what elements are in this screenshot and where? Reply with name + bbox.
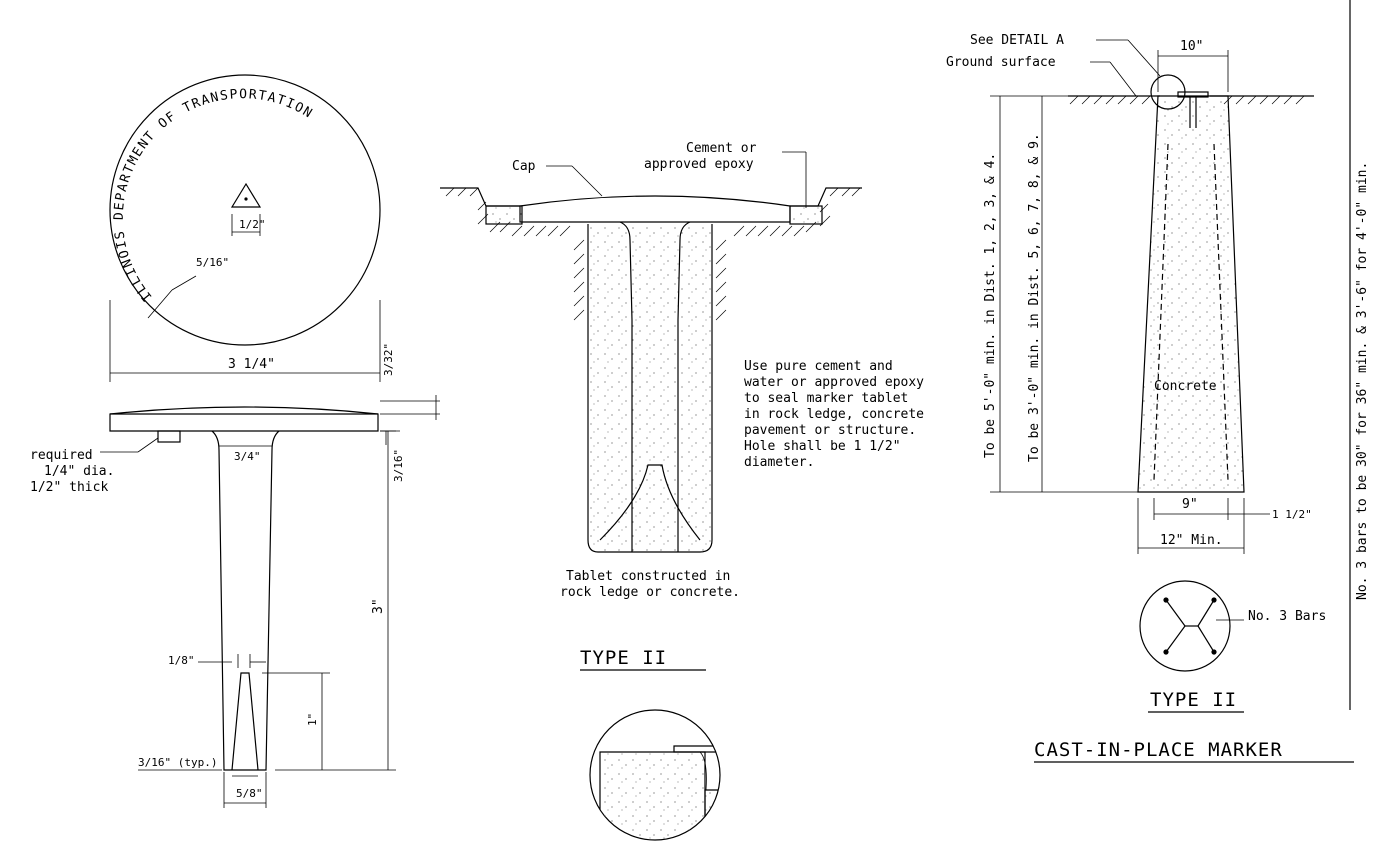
bars-plan xyxy=(1163,597,1217,655)
side-note: No. 3 bars to be 30" for 36" min. & 3'-6… xyxy=(1355,162,1370,600)
depth-note-2: To be 3'-0" min. in Dist. 5, 6, 7, 8, & … xyxy=(1027,133,1042,462)
dim-slot: 1/8" xyxy=(168,654,195,667)
dim-cover: 1 1/2" xyxy=(1272,508,1312,521)
dim-flange: 3/16" xyxy=(392,449,405,482)
rock-hatch xyxy=(445,187,861,321)
dim-bottom: 5/8" xyxy=(236,787,263,800)
label-cap: Cap xyxy=(512,159,536,174)
note-required: required 1/4" dia. 1/2" thick xyxy=(30,448,122,495)
type2-rock-section: Cap Cement or approved epoxy Use pure ce… xyxy=(440,141,932,671)
ring-text: ILLINOIS DEPARTMENT OF TRANSPORTATION xyxy=(112,87,316,304)
cast-in-place-section: See DETAIL A Ground surface 10" To be 5'… xyxy=(946,0,1370,763)
dim-length: 3" xyxy=(371,598,386,614)
depth-note-1: To be 5'-0" min. in Dist. 1, 2, 3, & 4. xyxy=(983,153,998,458)
label-bars: No. 3 Bars xyxy=(1248,609,1326,624)
dim-top: 10" xyxy=(1180,39,1203,54)
label-detail: See DETAIL A xyxy=(970,33,1064,48)
dim-typ: 3/16" (typ.) xyxy=(138,756,217,769)
installation-note: Use pure cement and water or approved ep… xyxy=(744,359,932,470)
tablet-elevation: required 1/4" dia. 1/2" thick 3/32" 3/4"… xyxy=(30,343,440,808)
type2-cast-title: TYPE II xyxy=(1150,689,1237,711)
tablet-plan: ILLINOIS DEPARTMENT OF TRANSPORTATION 1/… xyxy=(109,74,381,382)
type2-rock-title: TYPE II xyxy=(580,647,667,669)
main-title: CAST-IN-PLACE MARKER xyxy=(1034,739,1283,761)
dim-triangle: 1/2" xyxy=(239,218,266,231)
dim-bar-spacing: 9" xyxy=(1182,497,1198,512)
dim-slot-depth: 1" xyxy=(306,713,319,726)
dim-cap-thickness: 3/32" xyxy=(382,343,395,376)
caption: Tablet constructed in rock ledge or conc… xyxy=(560,569,740,600)
dim-diameter: 3 1/4" xyxy=(228,357,275,372)
dim-bottom-width: 12" Min. xyxy=(1160,533,1223,548)
detail-a xyxy=(589,709,721,841)
label-ground: Ground surface xyxy=(946,55,1056,70)
label-cement: Cement or approved epoxy xyxy=(644,141,764,172)
label-concrete: Concrete xyxy=(1154,379,1217,394)
dim-stem-top: 3/4" xyxy=(234,450,261,463)
dim-border: 5/16" xyxy=(196,256,229,269)
